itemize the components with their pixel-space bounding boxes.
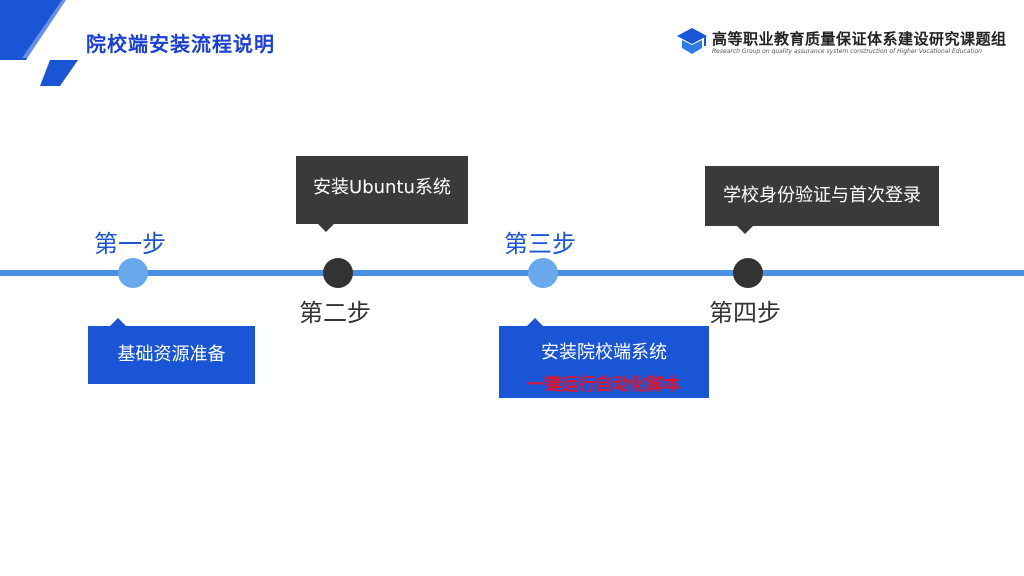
step-4-label: 第四步 [709,299,781,327]
step-1-node [118,258,148,288]
step-1-label: 第一步 [94,230,166,258]
step-2-label: 第二步 [299,299,371,327]
org-logo: 高等职业教育质量保证体系建设研究课题组 Research Group on qu… [676,26,1006,62]
step-3-highlight: 一键运行自动化脚本 [527,375,681,395]
step-4-node [733,258,763,288]
step-4-box-text: 学校身份验证与首次登录 [723,185,921,206]
step-1-box-text: 基础资源准备 [117,344,226,365]
step-2-node [323,258,353,288]
step-2-box: 安装Ubuntu系统 [296,156,468,232]
step-4-box: 学校身份验证与首次登录 [705,166,939,234]
org-name-en: Research Group on quality assurance syst… [712,48,982,55]
step-3-box-text: 安装院校端系统 [541,342,667,363]
page-title: 院校端安装流程说明 [86,32,275,56]
graduation-cap-icon [677,28,707,54]
step-3-node [528,258,558,288]
step-3-label: 第三步 [504,230,576,258]
step-2-box-text: 安装Ubuntu系统 [313,177,451,198]
timeline-line [0,270,1024,276]
org-name-cn: 高等职业教育质量保证体系建设研究课题组 [712,30,1007,48]
corner-decoration [0,0,78,86]
step-3-box: 安装院校端系统 一键运行自动化脚本 [499,318,709,398]
step-1-box: 基础资源准备 [88,318,255,384]
